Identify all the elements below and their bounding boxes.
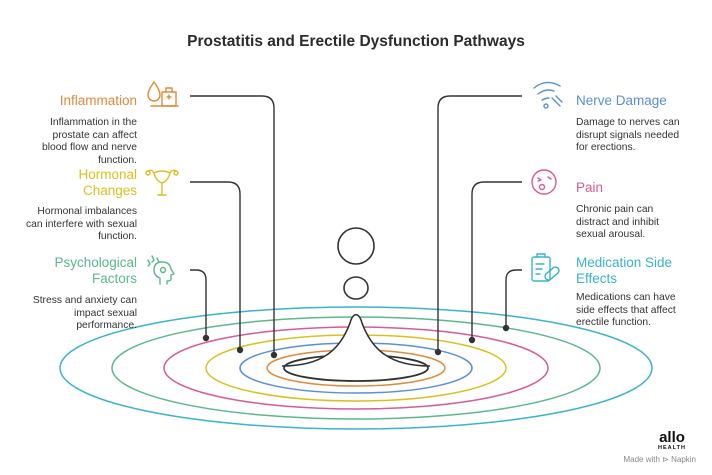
connector-line bbox=[190, 181, 241, 350]
description-line: sexual arousal. bbox=[576, 229, 646, 241]
description-line: blood flow and nerve bbox=[41, 142, 137, 154]
description-line: for erections. bbox=[576, 142, 636, 154]
description-line: Medications can have bbox=[576, 292, 676, 303]
stressed-head-icon bbox=[147, 255, 175, 285]
title-line: Hormonal bbox=[78, 167, 137, 182]
title-line: Medication Side bbox=[576, 255, 673, 270]
nerve-title: Nerve Damage bbox=[576, 93, 706, 109]
ripple-ring bbox=[59, 306, 653, 430]
title-line: Inflammation bbox=[59, 93, 137, 108]
clipboard-pill-icon bbox=[531, 253, 560, 282]
diagram-title: Prostatitis and Erectile Dysfunction Pat… bbox=[187, 33, 525, 50]
connector-line bbox=[505, 269, 522, 328]
small-drop bbox=[343, 276, 369, 300]
description-line: Chronic pain can bbox=[576, 204, 654, 215]
description-line: prostate can affect bbox=[52, 129, 137, 141]
brand-logo: allo HEALTH bbox=[650, 429, 694, 452]
falling-drop bbox=[337, 227, 375, 265]
description-line: Damage to nerves can bbox=[576, 117, 680, 128]
connector-line bbox=[471, 181, 522, 340]
brand-name: allo bbox=[659, 429, 685, 446]
connector-line bbox=[190, 269, 207, 338]
description-line: erectile function. bbox=[576, 317, 651, 329]
title-line: Psychological bbox=[54, 255, 137, 270]
description-line: performance. bbox=[76, 320, 137, 332]
connector-dot bbox=[270, 351, 278, 359]
description-line: side effects that affect bbox=[576, 304, 676, 316]
splash-peak bbox=[281, 313, 431, 367]
description-line: Hormonal imbalances bbox=[37, 206, 137, 217]
title-line: Factors bbox=[91, 271, 137, 286]
description-line: impact sexual bbox=[74, 307, 137, 319]
connector-dot bbox=[202, 334, 210, 342]
connector-dot bbox=[434, 348, 442, 356]
pain-title: Pain bbox=[576, 180, 706, 196]
description-line: disrupt signals needed bbox=[576, 129, 680, 141]
brand-sub: HEALTH bbox=[658, 445, 686, 451]
title-line: Pain bbox=[576, 180, 604, 195]
connector-line bbox=[190, 95, 275, 355]
connector-line bbox=[437, 95, 522, 352]
description-line: distract and inhibit bbox=[576, 216, 659, 228]
title-line: Effects bbox=[576, 271, 618, 286]
connector-dot bbox=[502, 324, 510, 332]
inflammation-title: Inflammation bbox=[20, 93, 137, 109]
blood-drop-building-icon bbox=[147, 81, 179, 107]
description-line: function. bbox=[98, 154, 137, 166]
pained-face-icon bbox=[531, 169, 557, 195]
description-line: can interfere with sexual bbox=[25, 218, 137, 230]
connector-dot bbox=[468, 336, 476, 344]
title-line: Changes bbox=[82, 183, 137, 198]
connector-dot bbox=[236, 346, 244, 354]
credit-text: Made with ⊳ Napkin bbox=[623, 455, 696, 464]
uterus-hormone-icon bbox=[145, 169, 179, 196]
description-line: Inflammation in the bbox=[50, 117, 137, 128]
description-line: Stress and anxiety can bbox=[32, 295, 137, 306]
description-line: function. bbox=[98, 231, 137, 243]
broken-signal-icon bbox=[533, 81, 563, 109]
title-line: Nerve Damage bbox=[576, 93, 667, 108]
